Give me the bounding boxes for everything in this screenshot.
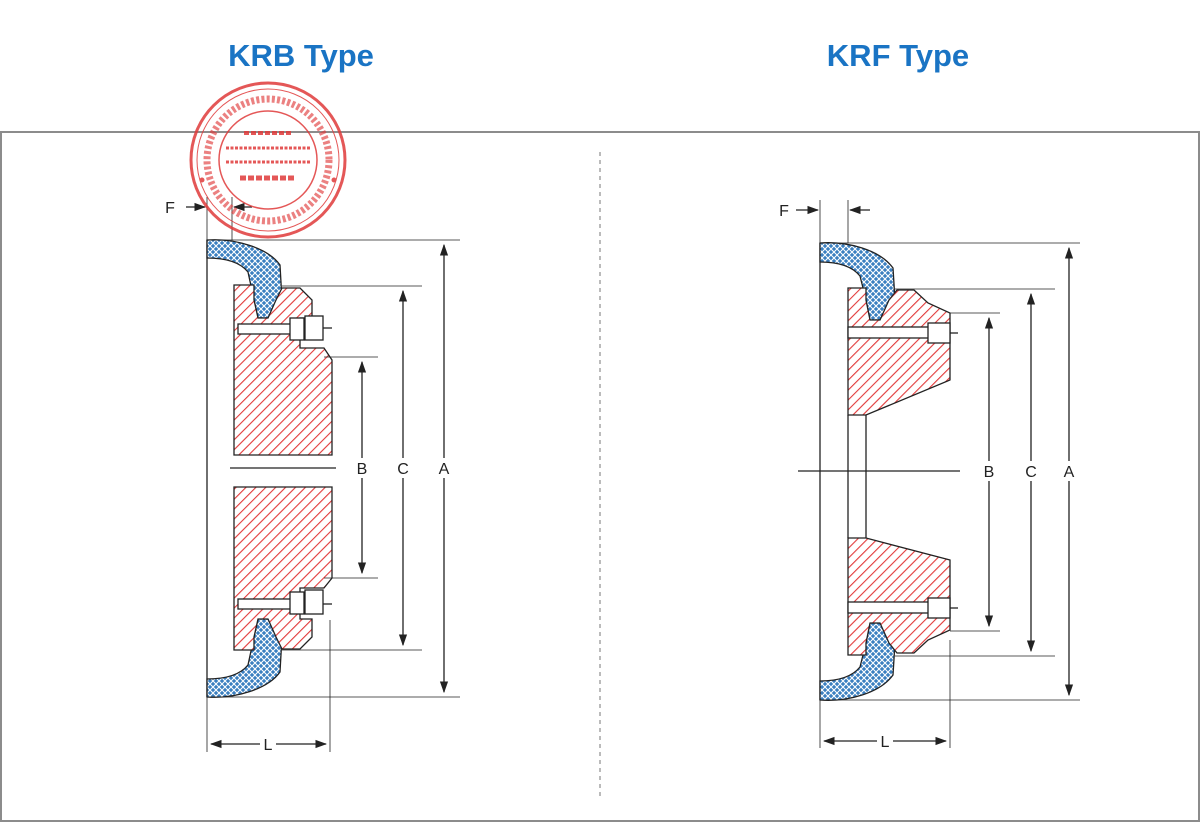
krb-label-f: F (165, 200, 175, 217)
krf-hub-lower (847, 537, 951, 656)
company-stamp (189, 81, 347, 239)
krb-drawing (186, 197, 460, 752)
krb-hub-upper (233, 284, 333, 456)
krf-type-title: KRF Type (826, 38, 970, 73)
krf-label-f: F (779, 203, 789, 220)
krb-label-l: L (264, 737, 273, 754)
krb-label-b: B (357, 461, 368, 478)
krf-label-c: C (1025, 464, 1037, 481)
krb-type-title: KRB Type (228, 38, 374, 73)
drawing-frame (0, 131, 1200, 822)
krb-label-c: C (397, 461, 409, 478)
krf-hub-upper (847, 287, 951, 416)
krf-label-l: L (881, 734, 890, 751)
krb-label-a: A (439, 461, 450, 478)
krb-hub-lower (233, 486, 333, 651)
krf-label-b: B (984, 464, 995, 481)
krf-label-a: A (1064, 464, 1075, 481)
